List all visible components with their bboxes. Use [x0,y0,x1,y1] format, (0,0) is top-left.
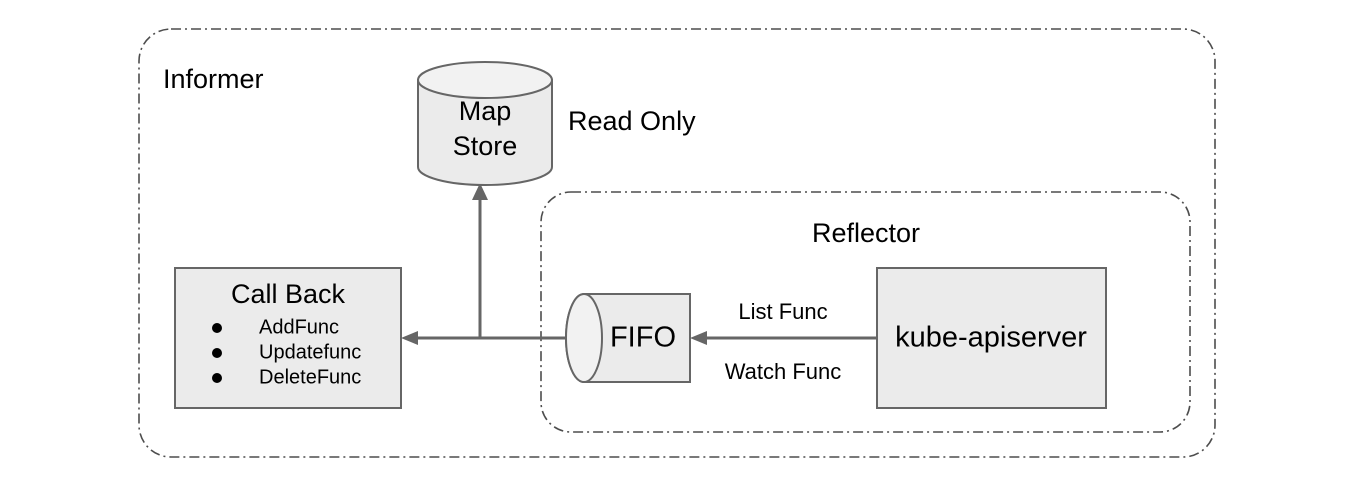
node-kube-apiserver: kube-apiserver [876,267,1107,409]
fifo-label: FIFO [610,322,676,354]
kube-apiserver-label: kube-apiserver [895,322,1087,354]
map-store-body [417,79,553,186]
map-store-label-line2: Store [453,131,518,161]
call-back-item-addfunc: AddFunc [259,316,339,338]
label-list-func: List Func [738,299,827,324]
bullet-icon [212,348,222,358]
map-store-top [417,61,553,99]
container-informer [138,28,1216,458]
map-store-label-line1: Map [459,96,512,126]
bullet-icon [212,373,222,383]
label-watch-func: Watch Func [725,359,842,384]
fifo-cap [565,293,603,383]
call-back-box [174,267,402,409]
container-reflector-label: Reflector [812,218,920,248]
arrowhead-to-mapstore [472,183,488,200]
container-informer-label: Informer [163,64,264,94]
call-back-title: Call Back [231,279,346,309]
call-back-item-deletefunc: DeleteFunc [259,366,361,388]
node-call-back: Call Back AddFunc Updatefunc DeleteFunc [174,267,402,409]
kube-apiserver-box [876,267,1107,409]
arrowhead-apiserver-to-fifo [690,331,707,345]
label-read-only: Read Only [568,106,696,136]
node-fifo: FIFO [565,293,691,383]
arrowhead-fifo-to-callback [401,331,418,345]
call-back-item-updatefunc: Updatefunc [259,341,361,363]
node-map-store: Map Store [417,61,553,186]
container-reflector [540,191,1191,433]
bullet-icon [212,323,222,333]
